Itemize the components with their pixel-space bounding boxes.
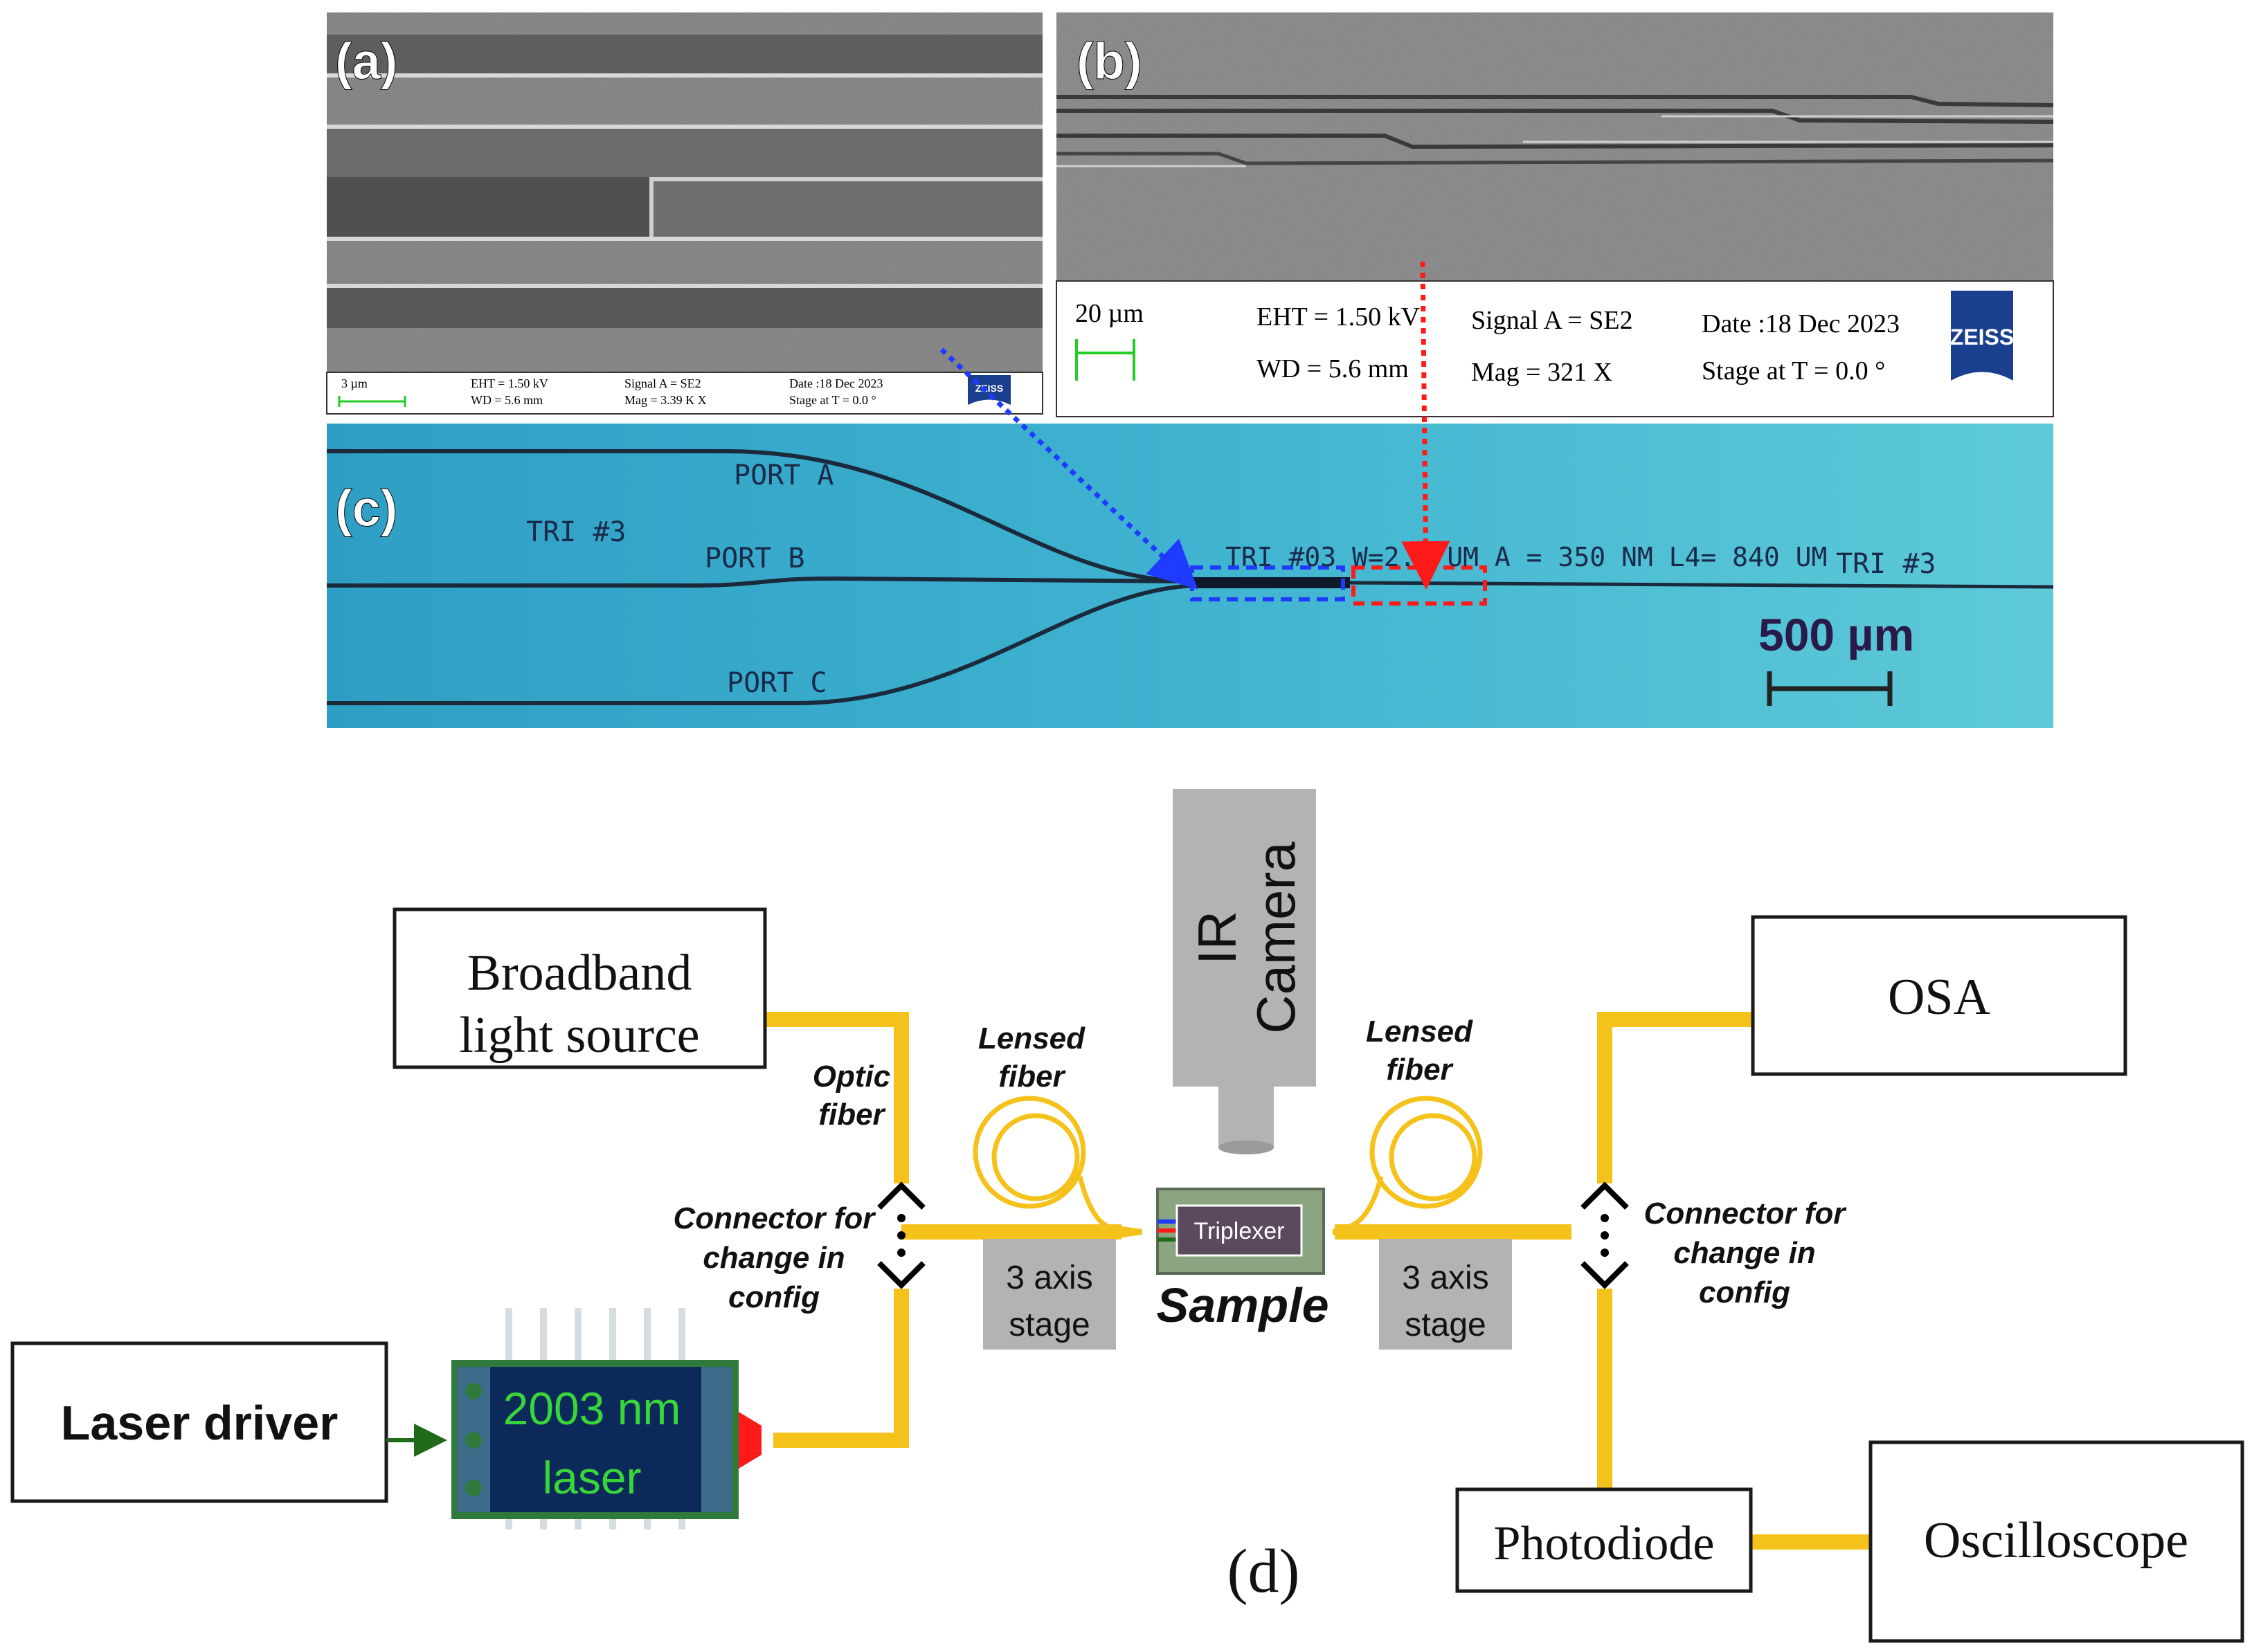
panel-c-port-c: PORT C [727, 667, 827, 699]
broadband-source-label-2: light source [459, 1007, 699, 1064]
lensed-fiber-tip-right [1333, 1224, 1350, 1240]
panel-c-device-text: TRI #03 W=2.9 UM A = 350 NM L4= 840 UM [1225, 542, 1827, 572]
stage-left-label-1: 3 axis [1006, 1260, 1092, 1296]
panel-b-signal: Signal A = SE2 [1471, 306, 1633, 335]
laser-driver-box [10, 1341, 388, 1503]
laser-label-2: laser [542, 1452, 641, 1503]
panel-a-wd: WD = 5.6 mm [471, 393, 543, 407]
panel-a-label: (a) [335, 33, 397, 90]
connector-left-label-1: Connector for [674, 1201, 877, 1235]
fiber-paths [763, 1012, 1869, 1550]
panel-b-wd: WD = 5.6 mm [1256, 354, 1409, 383]
oscilloscope-label: Oscilloscope [1924, 1512, 2188, 1569]
panel-d-label: (d) [1227, 1537, 1300, 1606]
panel-c-tri-left: TRI #3 [526, 516, 627, 548]
panel-b-date: Date :18 Dec 2023 [1702, 309, 1900, 338]
lensed-fiber-left-label-1: Lensed [978, 1022, 1086, 1055]
panel-b-stage: Stage at T = 0.0 ° [1702, 356, 1885, 385]
broadband-source-box [393, 907, 767, 1069]
optic-fiber-label-1: Optic [813, 1060, 890, 1093]
connector-icon-left [877, 1181, 926, 1289]
triplexer-label: Triplexer [1194, 1218, 1285, 1244]
stage-left-label-2: stage [1009, 1307, 1090, 1343]
panel-c-port-a: PORT A [734, 460, 834, 491]
sample-label: Sample [1157, 1278, 1329, 1332]
panel-a-eht: EHT = 1.50 kV [471, 376, 548, 390]
connector-right-label-3: config [1699, 1276, 1790, 1309]
ir-camera-label-1: IR [1187, 911, 1247, 965]
lensed-fiber-right-label-1: Lensed [1366, 1015, 1473, 1049]
lensed-fiber-right-label-2: fiber [1386, 1053, 1454, 1087]
panel-c-tri-right: TRI #3 [1836, 548, 1936, 580]
fiber-coil-right [1349, 1096, 1483, 1229]
osa-box [1751, 915, 2127, 1076]
panel-c-port-b: PORT B [705, 543, 805, 574]
photodiode-label: Photodiode [1494, 1517, 1715, 1570]
stage-right [1379, 1239, 1512, 1350]
stage-right-label-2: stage [1405, 1307, 1486, 1343]
stage-left [983, 1239, 1116, 1350]
connector-left-label-2: change in [703, 1241, 845, 1275]
optic-fiber-label-2: fiber [818, 1098, 886, 1132]
panel-b-mag: Mag = 321 X [1471, 358, 1612, 387]
photodiode-box [1455, 1487, 1753, 1593]
connector-left-label-3: config [728, 1280, 820, 1314]
panel-b-eht: EHT = 1.50 kV [1256, 302, 1421, 332]
panel-b-to-c-arrow [1401, 261, 1450, 590]
panel-b-label: (b) [1077, 33, 1142, 90]
lensed-fiber-tip-left [1108, 1224, 1142, 1240]
panel-a-stage: Stage at T = 0.0 ° [789, 393, 876, 407]
panel-b-sem-image [1056, 12, 2054, 417]
laser-label-1: 2003 nm [503, 1383, 681, 1434]
ir-camera-label-2: Camera [1245, 842, 1306, 1034]
panel-c-microscope-image [327, 424, 2054, 728]
laser-module [451, 1360, 762, 1519]
panel-a-date: Date :18 Dec 2023 [789, 376, 883, 390]
panel-b-scale-text: 20 µm [1075, 299, 1144, 328]
lensed-fiber-left-label-2: fiber [998, 1060, 1066, 1093]
connector-icon-right [1580, 1181, 1629, 1289]
panel-a-signal: Signal A = SE2 [624, 376, 701, 390]
panel-c-label: (c) [335, 480, 397, 537]
panel-a-sem-image [326, 12, 1043, 415]
panel-a-mag: Mag = 3.39 K X [624, 393, 707, 407]
sample-chip [1156, 1188, 1325, 1275]
panel-a-to-c-arrow [939, 347, 1198, 590]
panel-b-zeiss-logo: ZEISS [1950, 325, 2014, 350]
panel-c-scale-text: 500 µm [1758, 609, 1914, 660]
stage-right-label-1: 3 axis [1402, 1260, 1488, 1296]
laser-driver-label: Laser driver [61, 1396, 339, 1450]
connector-right-label-1: Connector for [1644, 1197, 1848, 1231]
panel-a-scale-text: 3 µm [341, 376, 368, 390]
connector-right-label-2: change in [1673, 1236, 1815, 1270]
panel-a-zeiss-logo: ZEISS [975, 383, 1003, 394]
osa-label: OSA [1888, 969, 1990, 1026]
ir-camera [1173, 789, 1316, 1154]
broadband-source-label-1: Broadband [467, 945, 692, 1001]
fiber-coil-left [973, 1096, 1109, 1229]
oscilloscope-box [1868, 1440, 2244, 1643]
